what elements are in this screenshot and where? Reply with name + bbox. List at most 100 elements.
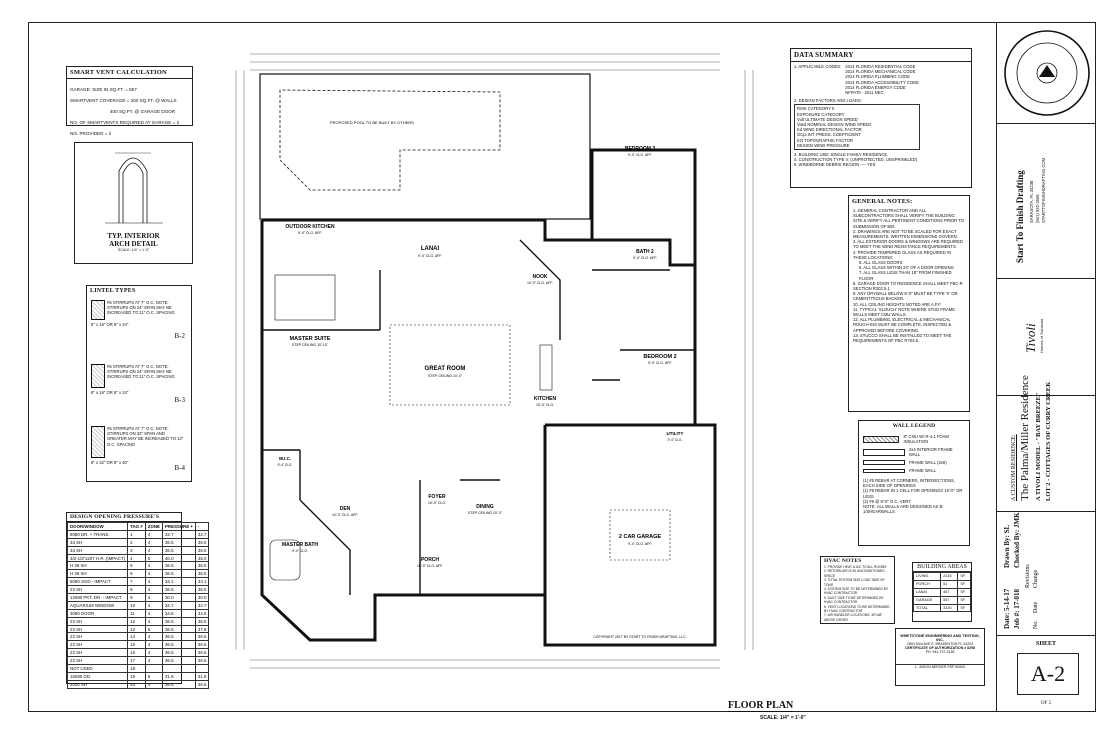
lintel-section-icon (91, 426, 105, 458)
general-notes-panel: GENERAL NOTES: 1. GENERAL CONTRACTOR AND… (848, 195, 970, 412)
table-cell (144, 664, 163, 673)
table-cell: 3/2-1/2"x207 H.R. (IMPACT) (66, 553, 129, 563)
room-ceiling: 9'-4" CLG. AFF. (648, 361, 672, 365)
table-cell: 4 (144, 585, 163, 595)
hvac-notes-list: 1. PROVIDE HEAT & A/C TO ALL ROOMS 2. RE… (821, 565, 894, 622)
table-cell: 32.7 (161, 529, 196, 539)
legend-row: FRAME WALL (863, 468, 965, 473)
room-ceiling: STEP CEILING 10'-4" (428, 374, 463, 378)
hvac-note: 3. TOTAL SYSTEM SIZE LOAD TAKE BY TONS (824, 578, 885, 587)
title-divider (997, 511, 1095, 512)
table-cell: 23 SH (66, 632, 129, 642)
table-cell: 18 (127, 664, 146, 673)
legend-label: FRAME WALL (909, 468, 937, 473)
table-cell: 36.5 (161, 569, 196, 579)
lintel-size: 8" x 16" OR 8" x 24" (91, 322, 129, 327)
code-item: 2014 FLORIDA ACCESSIBILITY CODE (845, 79, 919, 85)
room-label: NOOK (533, 274, 548, 280)
table-cell: 4 (144, 577, 163, 587)
legend-label: 8" CMU W/ R-4.1 FOAM INSULATION (903, 434, 949, 444)
hvac-note: 5. DUCT SIZE TO BE DETERMINED BY HVAC CO… (824, 595, 884, 605)
column-header: PRESSURE + (161, 522, 196, 531)
table-cell: NOT USED (66, 664, 129, 673)
codes-list: 2014 FLORIDA RESIDENTIAL CODE 2014 FLORI… (845, 64, 919, 95)
room-ceiling: 9'-4" CLG. AFF. (633, 256, 657, 260)
room-ceiling: 9'-4" CLG. AFF. (628, 153, 652, 157)
table-cell: 36.5 (161, 585, 196, 595)
table-cell: 3 (127, 545, 146, 555)
note-item: 13. STUCCO SHALL BE INSTALLED TO MEET TH… (853, 332, 952, 344)
summary-item: 4. CONSTRUCTION TYPE V, (UNPROTECTED, UN… (794, 157, 918, 163)
table-cell: 20 (127, 679, 146, 689)
lintel-type-b2: #5 STIRRUPS AT 7" O.C. NOTE: STIRRUPS ON… (89, 298, 189, 346)
legend-row: 2x4 INTERIOR FRAME WALL (863, 447, 965, 457)
room-ceiling: 10'-0" CLG. AFF. (527, 281, 553, 285)
table-cell: 14 (127, 632, 146, 642)
room-label: OUTDOOR KITCHEN (285, 224, 335, 230)
summary-item: 5. WINDBORNE DEBRIS REGION ---- YES (794, 162, 876, 168)
firm-website: STARTTOFINISHDRAFTING.COM (1041, 157, 1046, 223)
room-label: DEN (340, 506, 351, 512)
sheet-label: SHEET (1035, 641, 1056, 647)
room-label: BATH 2 (636, 249, 654, 255)
lintel-section-icon (91, 300, 105, 320)
room-label: LANAI (421, 246, 440, 252)
code-item: NFPA70 - 2011 NEC (845, 90, 884, 96)
custom-residence-label: A CUSTOM RESIDENCE: (1011, 434, 1017, 501)
table-cell: 2245 (940, 572, 959, 581)
note-item: 5. ALL GLASS DOORS (859, 260, 903, 266)
hvac-note: 4. SYSTEM SIZE TO BE DETERMINED BY HVAC … (824, 587, 889, 596)
checked-by: Checked By: JMK (1013, 512, 1021, 568)
smart-vent-panel: SMART VENT CALCULATION GARAGE: SIZE IN S… (66, 66, 193, 136)
general-notes-title: GENERAL NOTES: (852, 198, 913, 205)
wall-legend-title: WALL LEGEND (892, 423, 936, 429)
factor-item: Kd WIND DIRECTIONAL FACTOR (797, 127, 862, 133)
lintel-types-panel: LINTEL TYPES #5 STIRRUPS AT 7" O.C. NOTE… (86, 285, 192, 482)
table-cell: 34 SH (66, 545, 129, 555)
table-cell: 34 SH (66, 537, 129, 547)
table-cell: GARAGE (912, 595, 942, 605)
note-item: 2. DRAWINGS ARE NOT TO BE SCALED FOR EXA… (853, 228, 958, 240)
room-label: MASTER SUITE (290, 336, 331, 342)
smart-vent-line: SMARTVENT COVERAGE = 200 SQ.FT. @ WALLS (70, 97, 177, 103)
smart-vent-body: GARAGE: SIZE IN SQ.FT. = 557 SMARTVENT C… (67, 79, 192, 145)
table-cell: 15 (127, 640, 146, 650)
drawn-by: Drawn By: SL (1003, 524, 1011, 568)
table-cell: 4 (144, 561, 163, 571)
table-cell: 4 (144, 679, 163, 689)
room-label: BEDROOM 3 (625, 146, 656, 152)
lintel-note: #5 STIRRUPS AT 7" O.C. NOTE: STIRRUPS ON… (107, 426, 184, 447)
arch-detail-drawing (105, 152, 163, 224)
table-cell: SF (957, 579, 971, 589)
table-cell: 4 (144, 648, 163, 658)
column-header: DOOR/WINDOW (66, 522, 129, 531)
table-cell: 36.5 (194, 679, 210, 689)
firm-name: Start To Finish Drafting (1015, 170, 1025, 263)
table-cell: 36.5 (161, 624, 196, 634)
factor-item: EXPOSURE CATEGORY (797, 111, 845, 117)
room-label: UTILITY (667, 431, 684, 436)
table-cell: 10 (127, 600, 146, 610)
code-item: 2014 FLORIDA RESIDENTIAL CODE (845, 64, 916, 69)
smart-vent-line: NO. OF SMARTVENTS REQUIRED AT GARAGE = 2 (70, 120, 180, 126)
table-cell: LANAI (912, 587, 942, 597)
table-cell: SF (957, 587, 971, 597)
floor-plan-scale: SCALE: 1/4" = 1'-0" (760, 715, 806, 721)
hvac-note: 1. PROVIDE HEAT & A/C TO ALL ROOMS (824, 565, 887, 569)
table-cell: 36.5 (161, 656, 196, 666)
floor-plan-drawing: PROPOSED POOL TO BE BUILT BY OTHERS OUTD… (235, 53, 754, 669)
legend-label: FRAME WALL (2x6) (909, 460, 947, 465)
lintel-tag: B-2 (174, 332, 186, 340)
title-divider (997, 123, 1095, 124)
room-ceiling: STEP CEILING 10'-0" (468, 511, 503, 515)
arch-detail-scale: SCALE: 1/4" = 1'-0" (117, 248, 150, 252)
note-item: 4. PROVIDE TEMPERED GLASS AS REQUIRED IN… (853, 249, 952, 260)
